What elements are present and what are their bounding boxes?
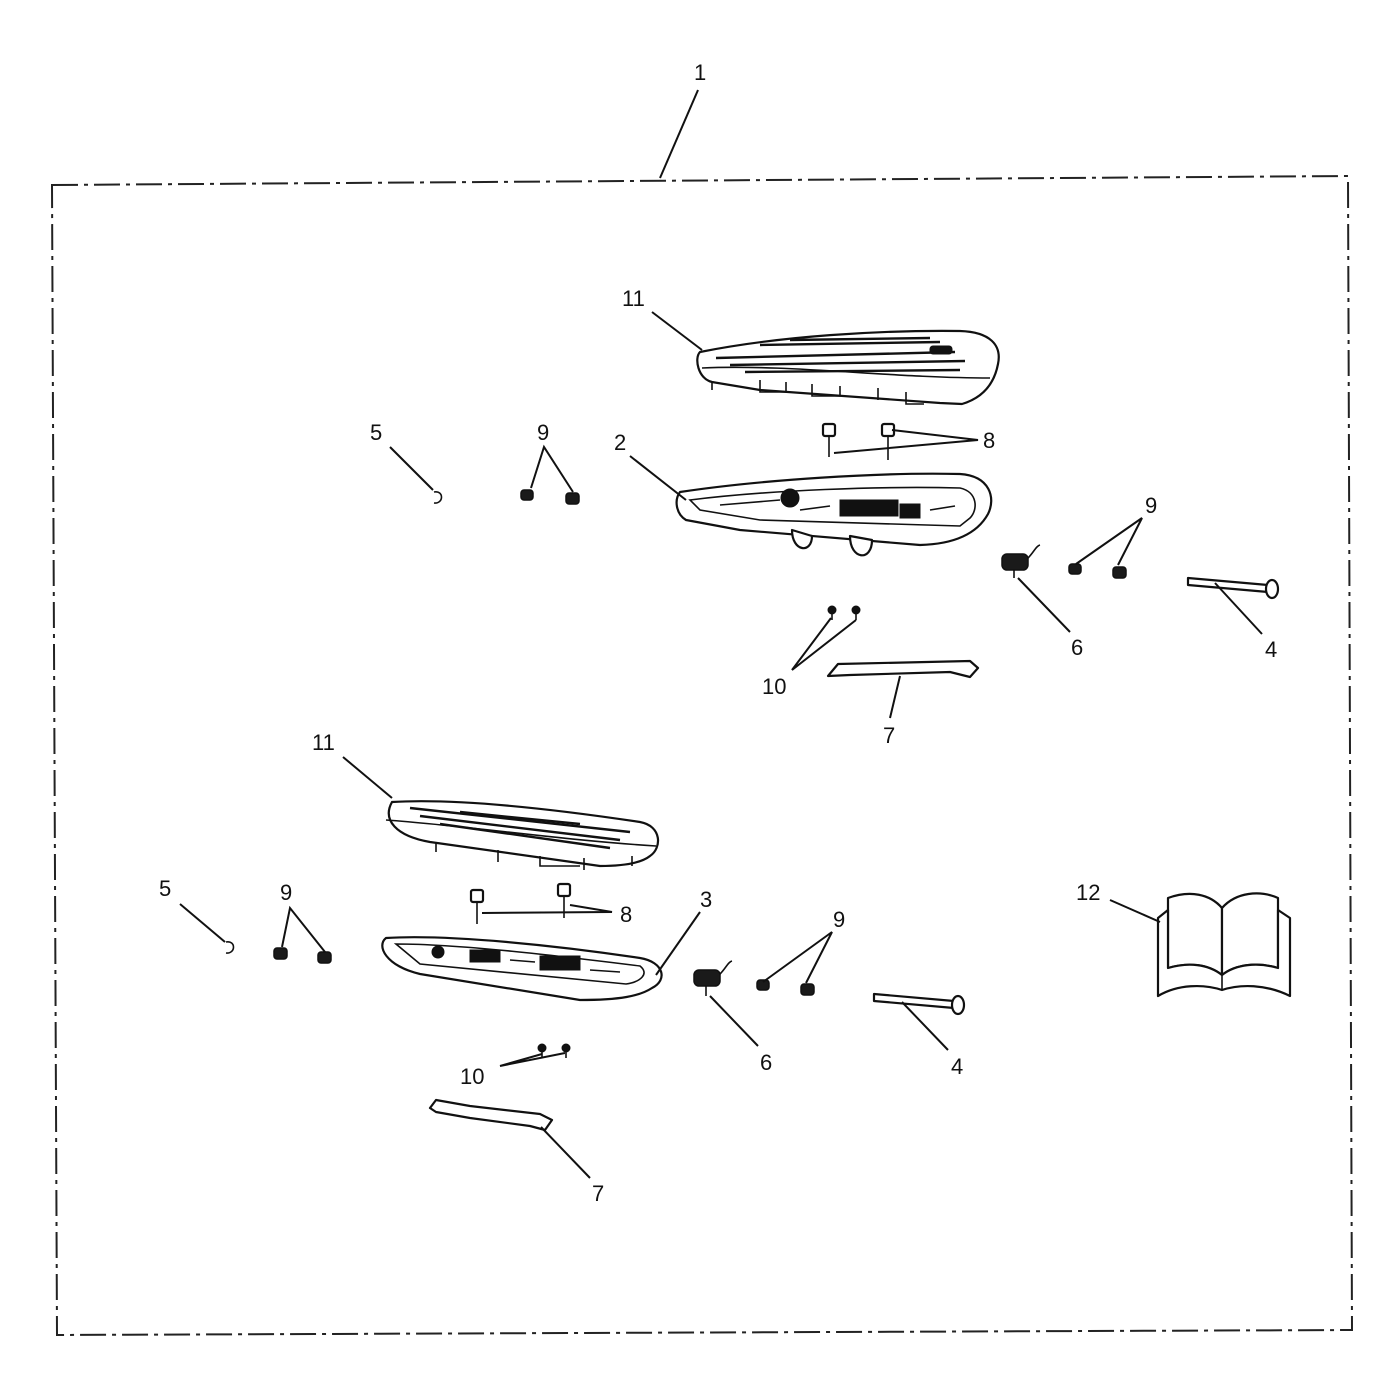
- nut-icon: [520, 489, 580, 505]
- retaining-clip-icon: [225, 941, 235, 954]
- callout-10-screws-upper: 10: [762, 674, 786, 699]
- bolt-icon: [821, 422, 896, 460]
- callout-2-board-upper: 2: [614, 430, 626, 455]
- callout-11-pad-lower: 11: [312, 730, 335, 755]
- leader-lines: [179, 89, 1263, 1179]
- callout-4-pin-lower: 4: [951, 1054, 963, 1079]
- pivot-pin-icon: [872, 992, 966, 1016]
- screw-icon: [827, 605, 861, 620]
- callout-8-bolts-lower: 8: [620, 902, 632, 927]
- footboard-base-icon: [675, 472, 993, 557]
- mounting-bracket-icon: [826, 659, 980, 679]
- callout-9-nuts-right-lower: 9: [833, 907, 845, 932]
- retaining-clip-icon: [433, 491, 443, 504]
- callout-1-kit: 1: [694, 60, 706, 85]
- footboard-base-icon: [381, 936, 663, 1002]
- callout-9-nuts-left-upper: 9: [537, 420, 549, 445]
- callout-12-manual: 12: [1076, 880, 1100, 905]
- callout-11-pad-upper: 11: [622, 286, 645, 311]
- callout-4-pin-upper: 4: [1265, 637, 1277, 662]
- bolt-icon: [469, 882, 572, 924]
- footboard-rubber-pad-icon: [385, 800, 660, 870]
- callout-8-bolts-upper: 8: [983, 428, 995, 453]
- nut-icon: [273, 947, 332, 964]
- callout-9-nuts-left-lower: 9: [280, 880, 292, 905]
- callout-labels: 1 11 2 5 9 8 9 6 4 10 7 11 5 9 8 3 9 6 4…: [159, 60, 1277, 1206]
- nut-icon: [1068, 563, 1127, 579]
- torsion-spring-icon: [693, 960, 733, 996]
- callout-7-bracket-lower: 7: [592, 1181, 604, 1206]
- callout-6-spring-lower: 6: [760, 1050, 772, 1075]
- footboard-rubber-pad-icon: [696, 329, 1000, 406]
- callout-9-nuts-right-upper: 9: [1145, 493, 1157, 518]
- mounting-bracket-icon: [428, 1098, 554, 1132]
- callout-10-screws-lower: 10: [460, 1064, 484, 1089]
- callout-5-clip-lower: 5: [159, 876, 171, 901]
- callout-6-spring-upper: 6: [1071, 635, 1083, 660]
- nut-icon: [756, 979, 815, 996]
- callout-7-bracket-upper: 7: [883, 723, 895, 748]
- callout-3-board-lower: 3: [700, 887, 712, 912]
- callout-5-clip-upper: 5: [370, 420, 382, 445]
- kit-boundary-frame: [50, 174, 1354, 1337]
- torsion-spring-icon: [1001, 544, 1041, 578]
- instruction-book-icon: [1156, 892, 1292, 998]
- pivot-pin-icon: [1186, 576, 1280, 600]
